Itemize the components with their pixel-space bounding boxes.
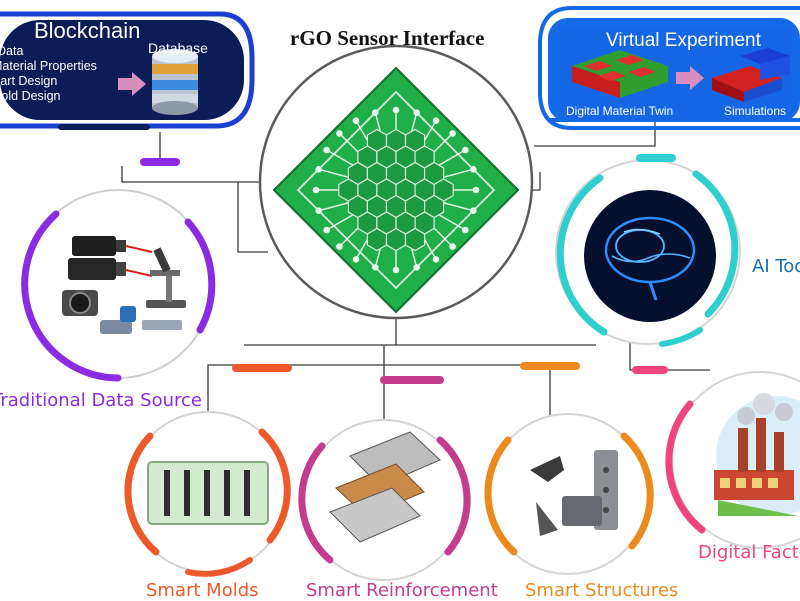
hex-cell [404,227,426,252]
circuit-pad [449,243,456,250]
circuit-chip-icon [272,66,520,314]
circuit-trace [442,168,474,179]
smart-structures-ring [484,362,654,575]
circuit-pad [352,117,360,124]
ai-connector-cap [636,154,676,162]
virtual-experiment-heading: Virtual Experiment [606,30,761,51]
circuit-trace [442,201,474,212]
circuit-pad [392,106,400,114]
ai-tools-label: AI Tools [752,256,800,277]
molds-connector-cap [232,364,292,372]
arrow-right-icon-2 [676,66,704,90]
circuit-pad [315,207,323,214]
blockchain-item-material-properties: Material Properties [0,59,97,73]
hex-cell [366,227,388,252]
brain-icon [584,190,716,322]
factory-icon [714,393,800,516]
mold-icon [147,461,269,525]
circuit-pad [392,266,400,274]
circuit-pad [413,109,421,116]
blockchain-underline [58,124,150,130]
circuit-pad [312,186,320,194]
sensor-devices-icon [100,306,182,334]
circuit-pad [323,226,331,234]
circuit-trace [437,213,466,231]
circuit-pad [315,165,323,173]
circuit-pad [461,226,469,234]
blockchain-item-mold-design: Mold Design [0,89,61,103]
circuit-pad [336,130,343,137]
circuit-pad [413,263,421,271]
circuit-trace [318,201,350,212]
circuit-pad [472,186,480,194]
simulations-label: Simulations [724,104,787,118]
brackets-icon [530,450,618,536]
smart-reinforcement-label: Smart Reinforcement [306,580,498,601]
blockchain-item-part-design: Part Design [0,74,58,88]
smart-molds-label: Smart Molds [146,580,259,601]
digital-material-twin-label: Digital Material Twin [566,104,674,118]
circuit-pad [371,109,379,116]
blockchain-heading: Blockchain [34,18,141,43]
circuit-pad [449,130,456,137]
database-label: Database [148,40,208,56]
microscope-icon [146,247,186,308]
circuit-pad [461,146,469,154]
circuit-trace [437,149,466,167]
digital-factory-label: Digital Factory [698,542,800,563]
smart-structures-label: Smart Structures [525,580,679,601]
mesh-icon [329,431,441,543]
database-icon [152,49,198,115]
circuit-trace [326,149,355,167]
arrow-right-icon [118,72,146,96]
page-title: rGO Sensor Interface [290,26,485,50]
traditional-connector-cap [140,158,180,166]
blockchain-item-data: Data [0,44,24,58]
structures-connector-cap [520,362,580,370]
circuit-pad [432,117,440,124]
circuit-pad [323,146,331,154]
traditional-data-ring [21,158,216,382]
simulations-image [712,48,790,102]
circuit-pad [371,263,379,271]
factory-connector-cap [632,366,668,374]
circuit-pad [469,207,477,214]
digital-material-twin-image [572,50,668,98]
circuit-pad [336,243,343,250]
reinforcement-connector-cap [380,376,444,384]
circuit-trace [318,168,350,179]
hex-cell [385,227,407,252]
circuit-pad [352,255,360,263]
circuit-trace [326,213,355,231]
circuit-pad [432,255,440,263]
traditional-data-source-label: Traditional Data Source [0,390,202,411]
circuit-pad [469,165,477,173]
camera-icon [62,236,153,316]
